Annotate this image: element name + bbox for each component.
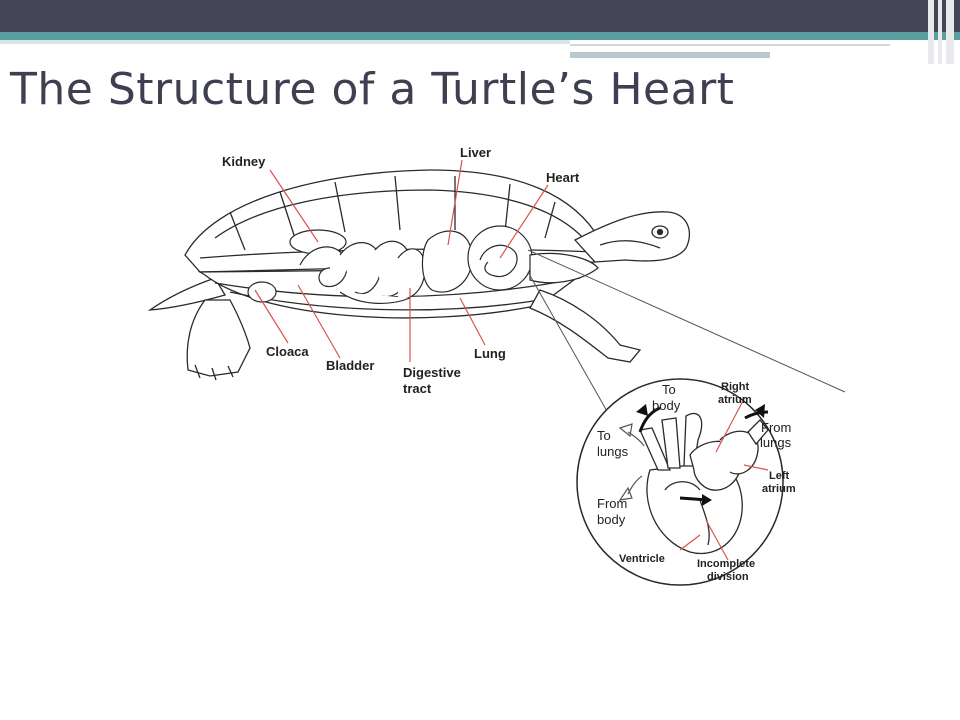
label-heart: Heart bbox=[546, 170, 580, 185]
label-left-atrium-line1: Left bbox=[769, 470, 790, 482]
leader-incomplete bbox=[705, 519, 729, 561]
leader-liver bbox=[447, 159, 463, 246]
label-from-body-line2: body bbox=[597, 512, 626, 527]
label-right-atrium-line2: atrium bbox=[718, 394, 752, 406]
leader-lines bbox=[254, 159, 769, 561]
header-accent-thin bbox=[0, 40, 570, 44]
label-cloaca: Cloaca bbox=[266, 344, 309, 359]
label-to-body-line1: To bbox=[662, 382, 676, 397]
heart-labels: To body Right atrium From lungs To lungs… bbox=[597, 381, 796, 583]
flow-arrowheads bbox=[636, 404, 765, 506]
label-to-body-line2: body bbox=[652, 398, 681, 413]
label-digestive-line1: Digestive bbox=[403, 365, 461, 380]
hollow-arrows bbox=[618, 423, 645, 501]
leader-lung bbox=[459, 297, 486, 346]
label-liver: Liver bbox=[460, 145, 491, 160]
leader-ventricle bbox=[679, 534, 701, 551]
slide-title: The Structure of a Turtle’s Heart bbox=[10, 64, 735, 115]
header-decor-line bbox=[570, 44, 890, 46]
leader-heart bbox=[499, 184, 549, 259]
header-bar bbox=[0, 0, 960, 32]
label-ventricle: Ventricle bbox=[619, 553, 665, 565]
header-decor-stripe bbox=[938, 0, 942, 64]
header-decor-line bbox=[570, 52, 770, 58]
leader-cloaca bbox=[254, 289, 289, 344]
label-left-atrium-line2: atrium bbox=[762, 483, 796, 495]
label-incomplete-line1: Incomplete bbox=[697, 558, 755, 570]
label-right-atrium-line1: Right bbox=[721, 381, 749, 393]
label-to-lungs-line2: lungs bbox=[597, 444, 629, 459]
leader-kidney bbox=[269, 169, 319, 243]
label-to-lungs-line1: To bbox=[597, 428, 611, 443]
label-incomplete-line2: division bbox=[707, 571, 749, 583]
heart-inset bbox=[576, 378, 784, 586]
label-kidney: Kidney bbox=[222, 154, 266, 169]
leader-left-atrium bbox=[743, 464, 769, 471]
label-from-lungs-line2: lungs bbox=[760, 435, 792, 450]
header-decor-stripe bbox=[928, 0, 934, 64]
label-lung: Lung bbox=[474, 346, 506, 361]
leader-right-atrium bbox=[715, 396, 746, 453]
label-from-body-line1: From bbox=[597, 496, 627, 511]
heart-drawing bbox=[639, 412, 769, 555]
label-from-lungs-line1: From bbox=[761, 420, 791, 435]
header-accent-band bbox=[0, 32, 960, 40]
leader-bladder bbox=[297, 284, 341, 359]
label-digestive-line2: tract bbox=[403, 381, 432, 396]
turtle-labels: Kidney Liver Heart Cloaca Bladder Digest… bbox=[222, 145, 580, 396]
header-decor-stripe bbox=[946, 0, 954, 64]
label-bladder: Bladder bbox=[326, 358, 374, 373]
callout-lines bbox=[527, 249, 846, 421]
